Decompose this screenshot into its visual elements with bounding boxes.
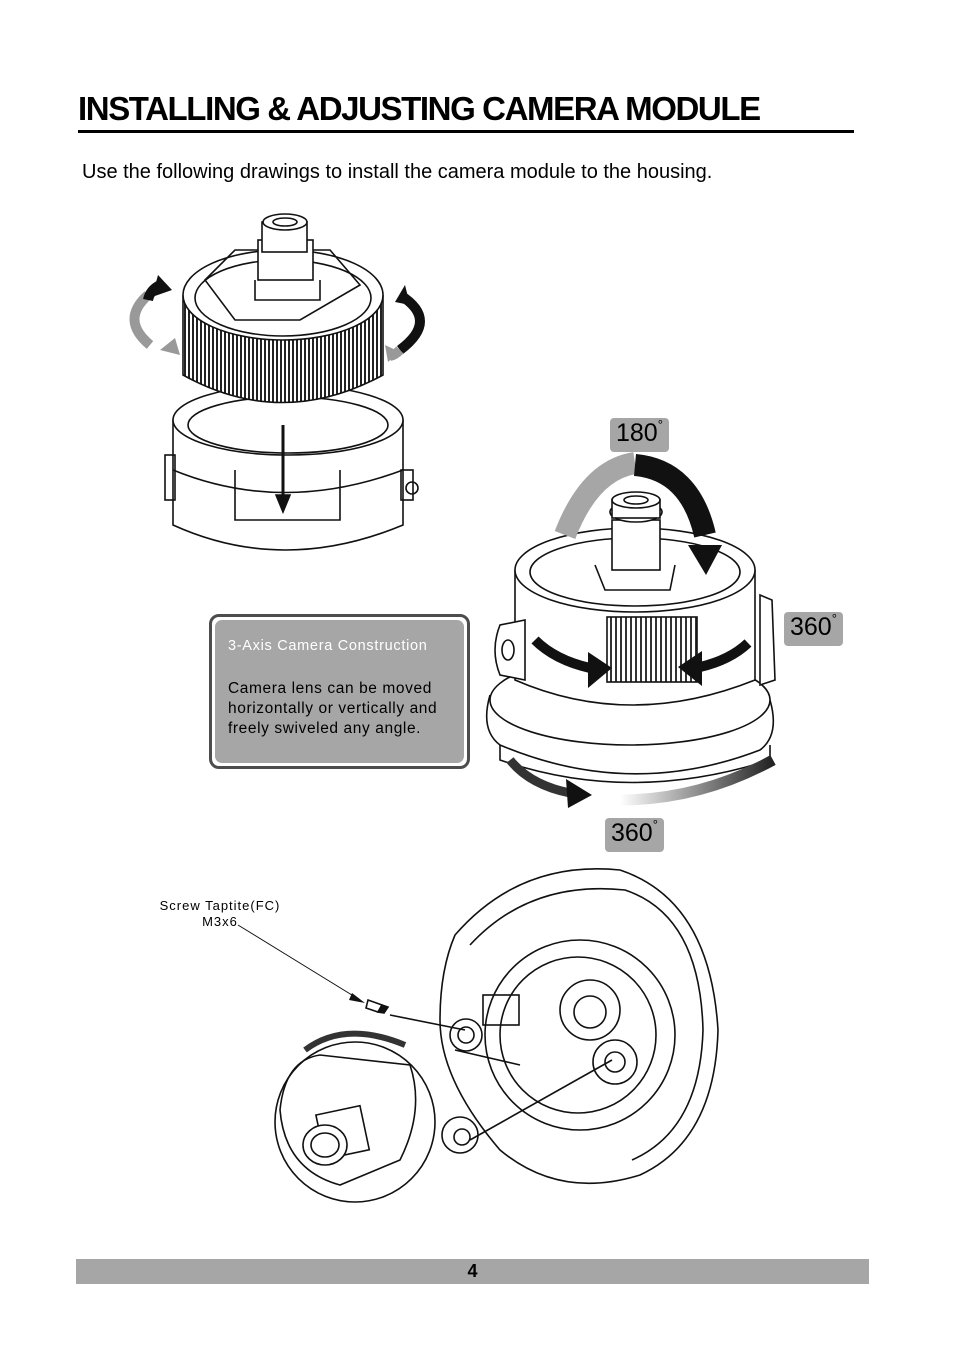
title-underline <box>78 130 854 133</box>
screw-leader <box>237 924 365 1003</box>
info-box-body: Camera lens can be moved horizontally or… <box>228 680 438 737</box>
base-rotation-arrow <box>506 755 776 808</box>
footer-bar: 4 <box>76 1259 869 1284</box>
info-box: 3-Axis Camera Construction Camera lens c… <box>209 614 470 769</box>
badge-360-base: 360° <box>605 817 664 852</box>
module-insert-drawing <box>164 213 419 551</box>
screw-callout-line1: Screw Taptite(FC) <box>159 898 281 913</box>
screw-callout: Screw Taptite(FC) M3x6 <box>150 898 290 930</box>
badge-360-pan: 360° <box>784 611 843 646</box>
badge-360-pan-unit: ° <box>831 611 837 626</box>
badge-360-pan-value: 360 <box>790 613 832 641</box>
three-axis-drawing <box>485 491 776 784</box>
badge-180-value: 180 <box>616 419 658 447</box>
info-box-title: 3-Axis Camera Construction <box>228 638 428 654</box>
badge-180-unit: ° <box>657 417 663 432</box>
dome-assembly-drawing <box>274 868 719 1203</box>
rotation-arrows-top <box>129 275 425 362</box>
tilt-arrow <box>554 452 722 575</box>
page-title: INSTALLING & ADJUSTING CAMERA MODULE <box>78 90 761 127</box>
pan-arrows <box>531 636 752 688</box>
intro-text: Use the following drawings to install th… <box>82 161 713 183</box>
badge-360-base-value: 360 <box>611 819 653 847</box>
badge-360-base-unit: ° <box>652 817 658 832</box>
page-number: 4 <box>467 1261 478 1281</box>
badge-180: 180° <box>610 417 669 452</box>
screw-callout-line2: M3x6 <box>202 914 238 929</box>
info-box-panel: 3-Axis Camera Construction Camera lens c… <box>215 620 464 763</box>
